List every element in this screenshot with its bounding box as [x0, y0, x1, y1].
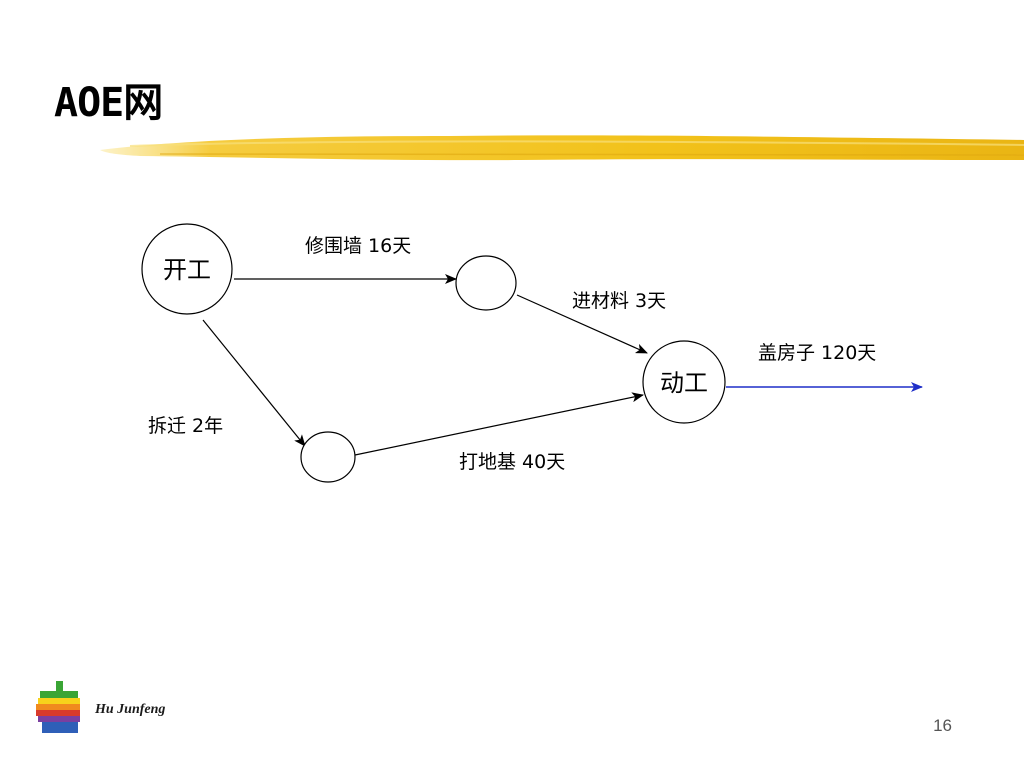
- node-end-label: 动工: [660, 369, 708, 397]
- title-brush-stroke: [100, 135, 1024, 161]
- page-number: 16: [933, 716, 952, 735]
- edge-build-label: 盖房子 120天: [758, 342, 876, 364]
- edge-foundation-label: 打地基 40天: [459, 451, 565, 473]
- edge-foundation-arrow: [354, 392, 644, 456]
- edge-materials-arrow: [516, 294, 648, 354]
- edge-materials-label: 进材料 3天: [572, 290, 666, 312]
- node-start: 开工: [141, 223, 233, 315]
- edge-demolish-arrow: [202, 319, 306, 447]
- edge-wall-label: 修围墙 16天: [305, 235, 411, 257]
- edge-demolish-label: 拆迁 2年: [148, 415, 223, 437]
- node-mid-top: [455, 255, 517, 311]
- slide-title: AOE网: [54, 80, 163, 126]
- node-start-label: 开工: [163, 256, 211, 284]
- footer-author: Hu Junfeng: [95, 702, 166, 717]
- node-end: 动工: [642, 340, 726, 424]
- rainbow-logo-icon: [36, 681, 80, 733]
- node-mid-bottom: [300, 431, 356, 483]
